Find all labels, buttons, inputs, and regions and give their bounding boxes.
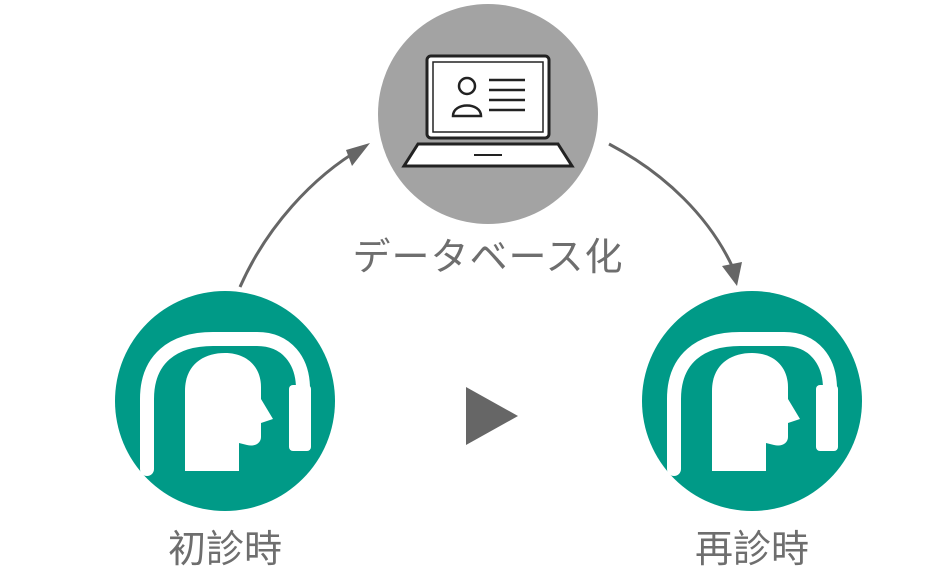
head-profile-icon [115, 291, 335, 511]
return-visit-label: 再診時 [694, 527, 809, 571]
play-triangle-icon [466, 387, 518, 445]
return-visit-node [642, 291, 862, 511]
laptop-profile-icon [378, 4, 598, 224]
first-visit-label: 初診時 [167, 527, 282, 571]
curved-arrow-up-head [346, 143, 370, 166]
first-visit-node [115, 291, 335, 511]
curved-arrow-down-head [722, 262, 742, 286]
head-profile-icon [642, 291, 862, 511]
database-label: データベース化 [352, 235, 624, 279]
database-node [378, 4, 598, 224]
